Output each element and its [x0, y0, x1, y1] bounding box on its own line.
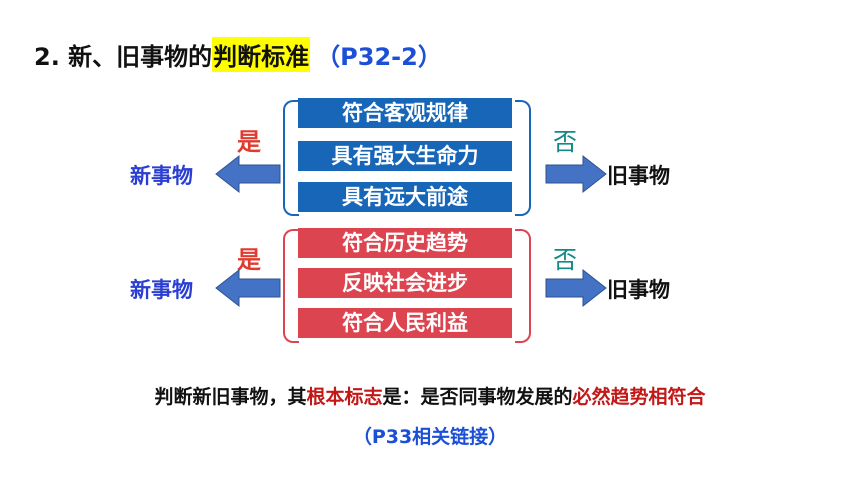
yes-label: 是	[237, 246, 261, 274]
new-thing-label: 新事物	[130, 164, 193, 188]
conclusion-text: 判断新旧事物，其根本标志是：是否同事物发展的必然趋势相符合	[0, 382, 860, 409]
criterion-box: 符合客观规律	[298, 98, 512, 128]
left-bracket	[283, 229, 299, 343]
criterion-box: 符合人民利益	[298, 308, 512, 338]
new-thing-label: 新事物	[130, 278, 193, 302]
conclusion-key-phrase: 根本标志	[306, 386, 383, 408]
conclusion-part-3: 是：是否同事物发展的	[382, 386, 573, 408]
criterion-box: 具有强大生命力	[298, 141, 512, 171]
no-label: 否	[553, 128, 577, 156]
right-arrow-icon	[545, 268, 607, 308]
conclusion-page-ref: （P33相关链接）	[352, 426, 508, 448]
criterion-box: 反映社会进步	[298, 268, 512, 298]
yes-label: 是	[237, 128, 261, 156]
old-thing-label: 旧事物	[607, 164, 670, 188]
left-bracket	[283, 100, 299, 216]
left-arrow-icon	[215, 154, 281, 194]
right-bracket	[515, 100, 531, 216]
right-arrow-icon	[545, 154, 607, 194]
left-arrow-icon	[215, 268, 281, 308]
title-highlight: 判断标准	[212, 36, 311, 72]
right-bracket	[515, 229, 531, 343]
conclusion-part-1: 判断新旧事物，其	[154, 386, 307, 408]
title-prefix: 2. 新、旧事物的	[34, 42, 213, 71]
criterion-box: 具有远大前途	[298, 182, 512, 212]
criterion-box: 符合历史趋势	[298, 228, 512, 258]
old-thing-label: 旧事物	[607, 278, 670, 302]
page-title: 2. 新、旧事物的 判断标准 （P32-2）	[34, 36, 442, 72]
no-label: 否	[553, 246, 577, 274]
conclusion-key-phrase-2: 必然趋势相符合	[572, 386, 706, 408]
title-page-ref: （P32-2）	[316, 42, 442, 71]
